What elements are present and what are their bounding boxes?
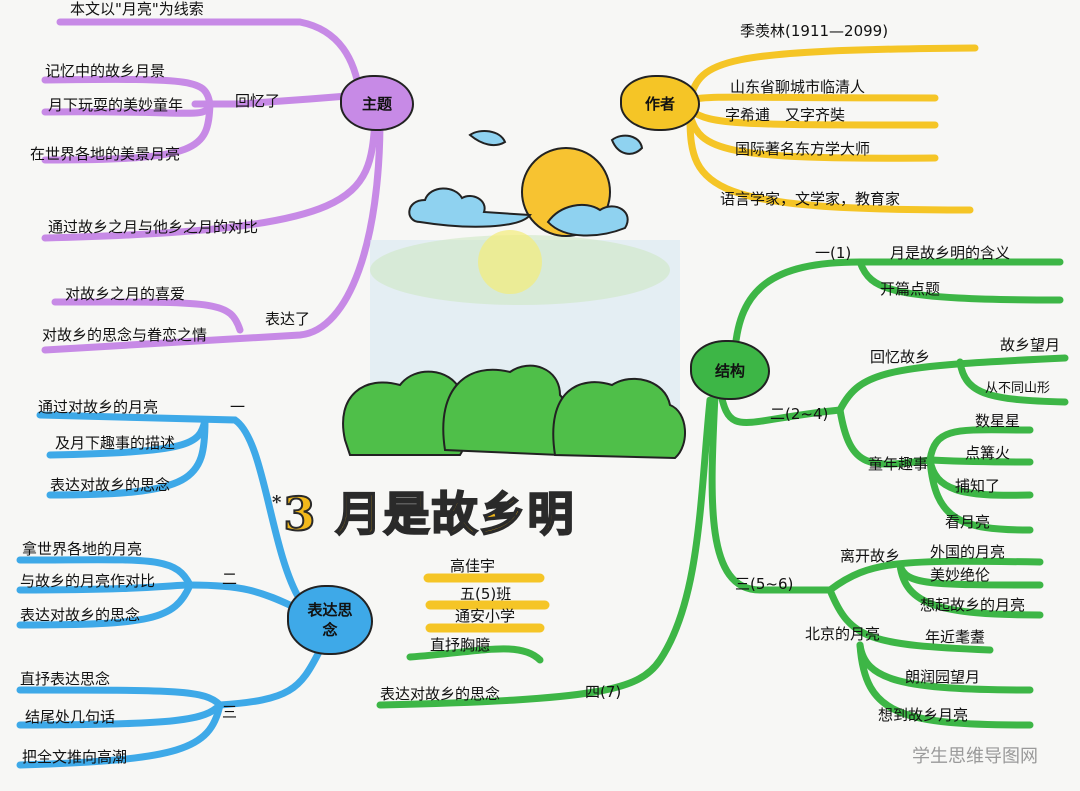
author-name: 高佳宇	[450, 557, 496, 575]
structure-recall-1: 故乡望月	[1000, 336, 1061, 354]
cloud-icon	[408, 129, 644, 237]
theme-node-label: 主题	[361, 94, 392, 113]
author-class: 五(5)班	[460, 585, 512, 603]
structure-p4-2: 表达对故乡的思念	[380, 685, 501, 703]
theme-contrast: 通过故乡之月与他乡之月的对比	[48, 218, 259, 236]
expression-three-1: 直抒表达思念	[20, 670, 111, 688]
structure-p2-label: 二(2~4)	[770, 405, 829, 423]
watermark: 学生思维导图网	[912, 746, 1038, 767]
expression-two-label: 二	[222, 570, 238, 588]
structure-node-label: 结构	[714, 361, 745, 380]
structure-recall-label: 回忆故乡	[870, 348, 931, 366]
author-school: 通安小学	[455, 607, 516, 625]
title-text: 月是故乡明	[334, 486, 576, 542]
structure-p3-label: 三(5~6)	[735, 575, 794, 593]
expression-two-1: 拿世界各地的月亮	[22, 540, 143, 558]
author-branches	[686, 44, 979, 214]
theme-recall-label: 回忆了	[235, 92, 281, 110]
theme-node[interactable]: 主题	[340, 75, 414, 131]
theme-recall-1: 记忆中的故乡月景	[45, 62, 166, 80]
theme-express-2: 对故乡的思念与眷恋之情	[42, 326, 208, 344]
structure-leave-1: 外国的月亮	[930, 543, 1006, 561]
structure-branches	[376, 258, 1069, 729]
theme-express-1: 对故乡之月的喜爱	[65, 285, 186, 303]
structure-p4-1: 直抒胸臆	[430, 636, 491, 654]
expression-three-label: 三	[222, 703, 238, 721]
structure-leave-2: 美妙绝伦	[930, 566, 991, 584]
expression-three-3: 把全文推向高潮	[22, 748, 128, 766]
structure-childhood-label: 童年趣事	[868, 455, 929, 473]
expression-two-3: 表达对故乡的思念	[20, 606, 141, 624]
expression-one-2: 及月下趣事的描述	[55, 434, 176, 452]
expression-node-label: 表达思念	[307, 601, 353, 639]
structure-p4-label: 四(7)	[585, 683, 622, 701]
bushes-icon	[342, 364, 687, 460]
structure-childhood-2: 点篝火	[965, 444, 1011, 462]
expression-two-2: 与故乡的月亮作对比	[20, 572, 156, 590]
expression-one-3: 表达对故乡的思念	[50, 476, 171, 494]
expression-one-label: 一	[230, 398, 246, 416]
theme-express-label: 表达了	[265, 310, 311, 328]
author-node-label: 作者	[644, 94, 675, 113]
structure-leave-3: 想起故乡的月亮	[920, 596, 1026, 614]
author-item-5: 语言学家，文学家，教育家	[720, 190, 901, 208]
expression-branches	[16, 411, 324, 769]
expression-one-1: 通过对故乡的月亮	[38, 398, 159, 416]
structure-node[interactable]: 结构	[690, 340, 770, 400]
structure-p1-1: 月是故乡明的含义	[890, 244, 1011, 262]
title-number: 3	[282, 486, 318, 542]
structure-beijing-3: 想到故乡月亮	[878, 706, 969, 724]
author-item-3: 字希逋 又字齐奘	[725, 106, 846, 124]
author-item-4: 国际著名东方学大师	[735, 140, 871, 158]
title-mark: *	[272, 492, 284, 513]
structure-beijing-1: 年近耄耋	[925, 628, 986, 646]
expression-node[interactable]: 表达思念	[287, 585, 373, 655]
author-item-1: 季羡林(1911—2099)	[740, 22, 889, 40]
structure-p1-label: 一(1)	[815, 244, 852, 262]
theme-recall-2: 月下玩耍的美妙童年	[48, 96, 184, 114]
structure-childhood-4: 看月亮	[945, 513, 991, 531]
structure-leave-label: 离开故乡	[840, 547, 901, 565]
structure-recall-2: 从不同山形	[985, 381, 1051, 396]
theme-line1: 本文以"月亮"为线索	[70, 0, 204, 18]
structure-childhood-1: 数星星	[975, 412, 1021, 430]
structure-beijing-label: 北京的月亮	[805, 625, 881, 643]
author-node[interactable]: 作者	[620, 75, 700, 131]
theme-recall-3: 在世界各地的美景月亮	[30, 145, 181, 163]
author-item-2: 山东省聊城市临清人	[730, 78, 866, 96]
structure-beijing-2: 朗润园望月	[905, 668, 981, 686]
expression-three-2: 结尾处几句话	[25, 708, 116, 726]
author-underlines	[423, 573, 550, 633]
structure-childhood-3: 捕知了	[955, 477, 1001, 495]
page-title: *3 月是故乡明	[272, 478, 575, 544]
structure-p1-2: 开篇点题	[880, 280, 941, 298]
